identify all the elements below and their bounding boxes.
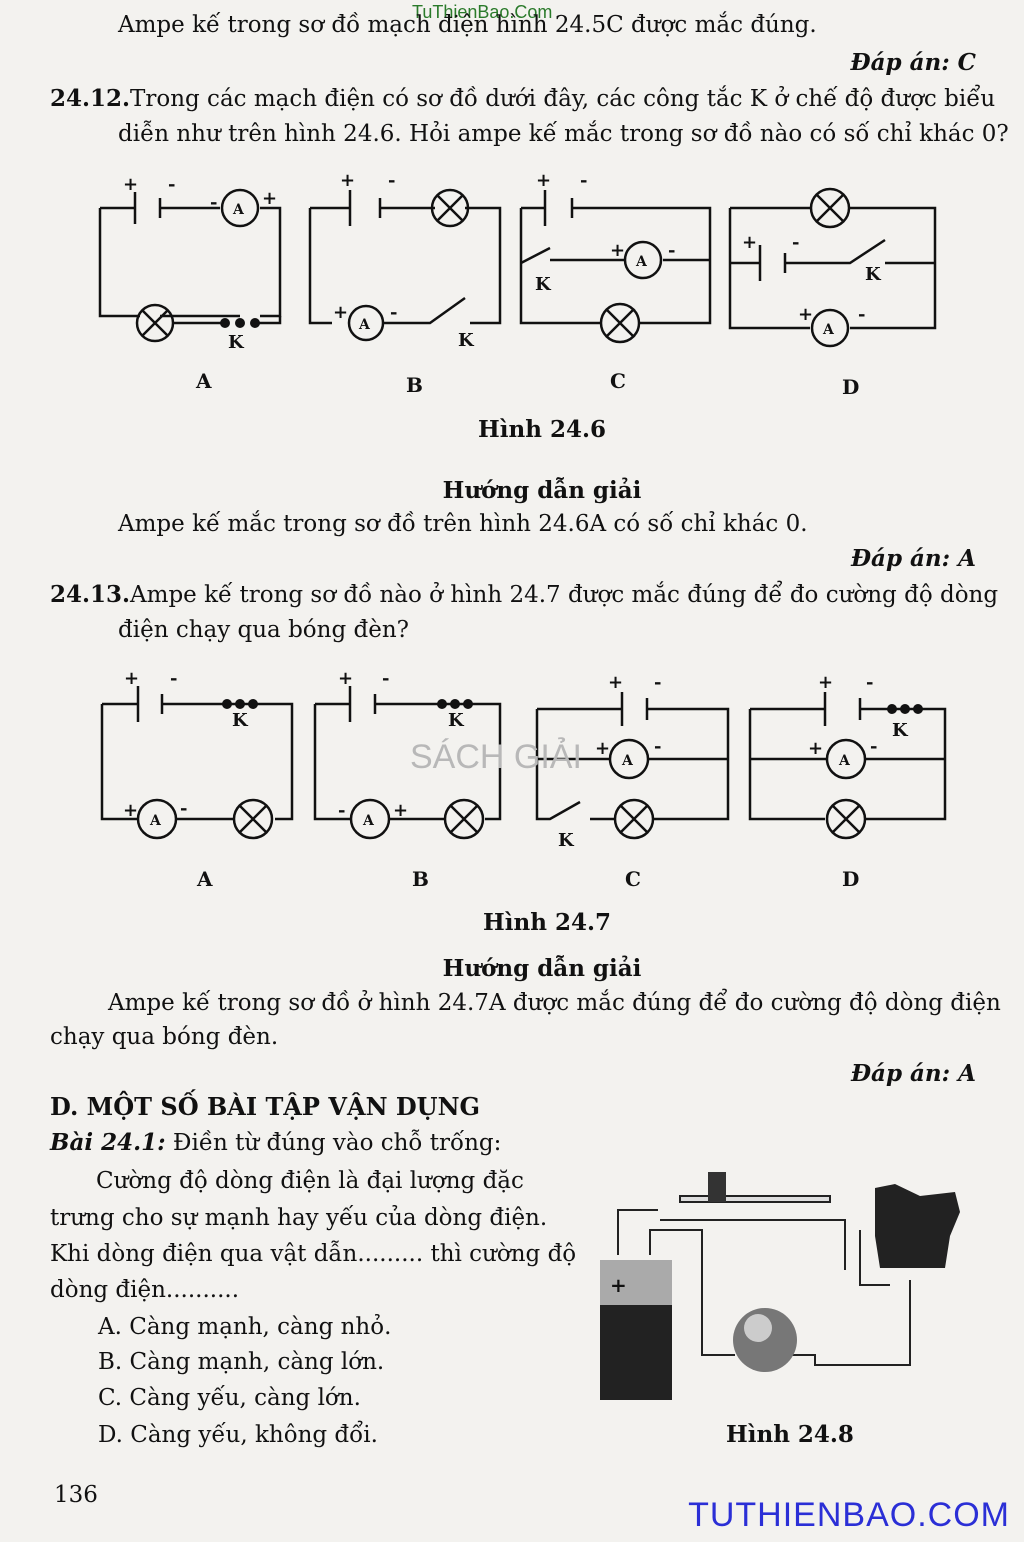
circuit-label-b: B — [406, 373, 423, 397]
ammeter-device — [708, 1172, 726, 1202]
plus-sign: + — [595, 738, 610, 759]
section-heading: D. MỘT SỐ BÀI TẬP VẬN DỤNG — [50, 1092, 481, 1121]
plus-sign: + — [124, 668, 139, 689]
figure-24-8-photo: + — [600, 1172, 960, 1400]
ammeter-symbol: A — [362, 813, 375, 829]
minus-sign: - — [870, 736, 877, 757]
minus-sign: - — [866, 672, 873, 693]
circuit-label-b: B — [412, 867, 429, 891]
guide-text-cont: chạy qua bóng đèn. — [50, 1024, 279, 1050]
option-a: A. Càng mạnh, càng nhỏ. — [98, 1314, 392, 1340]
answer-label: Đáp án: C — [850, 49, 976, 76]
minus-sign: - — [338, 800, 345, 821]
minus-sign: - — [858, 304, 865, 325]
circuit-label-d: D — [842, 867, 859, 891]
exercise-prompt: Điền từ đúng vào chỗ trống: — [172, 1130, 502, 1156]
switch-label: K — [558, 830, 575, 851]
minus-sign: - — [654, 672, 661, 693]
switch-label: K — [232, 710, 249, 731]
option-c: C. Càng yếu, càng lớn. — [98, 1385, 361, 1411]
ammeter-symbol: A — [232, 202, 245, 218]
circuit-label-d: D — [842, 375, 859, 399]
guide-title: Hướng dẫn giải — [442, 477, 642, 504]
paragraph-line: Cường độ dòng điện là đại lượng đặc — [96, 1168, 524, 1194]
circuit-label-a: A — [195, 369, 212, 393]
exercise-label: Bài 24.1: — [50, 1129, 166, 1156]
paragraph-line: Khi dòng điện qua vật dẫn......... thì c… — [50, 1241, 577, 1267]
guide-text: Ampe kế trong sơ đồ ở hình 24.7A được mắ… — [108, 990, 1001, 1016]
question-text: Trong các mạch điện có sơ đồ dưới đây, c… — [130, 86, 996, 112]
minus-sign: - — [180, 798, 187, 819]
ammeter-symbol: A — [635, 254, 648, 270]
ammeter-symbol: A — [838, 753, 851, 769]
svg-text:+: + — [610, 1273, 627, 1297]
plus-sign: + — [808, 738, 823, 759]
question-text-cont: điện chạy qua bóng đèn? — [118, 617, 409, 643]
plus-sign: + — [123, 174, 138, 195]
ammeter-symbol: A — [149, 813, 162, 829]
plus-sign: + — [333, 302, 348, 323]
guide-title: Hướng dẫn giải — [442, 955, 642, 982]
plus-sign: + — [798, 304, 813, 325]
figure-caption: Hình 24.7 — [483, 909, 611, 936]
figure-24-6-circuits: +- A -+ K +- +- A K +- K +- A +- K +- A … — [98, 170, 937, 399]
ammeter-symbol: A — [621, 753, 634, 769]
question-text: Ampe kế trong sơ đồ nào ở hình 24.7 được… — [130, 582, 999, 608]
site-watermark-top: TuThienBao.Com — [412, 2, 553, 22]
circuit-label-c: C — [625, 867, 641, 891]
switch-label: K — [892, 720, 909, 741]
publisher-watermark: SÁCH GIẢI — [410, 738, 582, 776]
switch-label: K — [228, 332, 245, 353]
plus-sign: + — [610, 240, 625, 261]
figure-caption: Hình 24.6 — [478, 416, 606, 443]
plus-sign: + — [340, 170, 355, 191]
answer-label: Đáp án: A — [850, 1060, 976, 1087]
circuit-label-a: A — [196, 867, 213, 891]
question-number: 24.12. — [50, 85, 131, 112]
question-24-12: 24.12.Trong các mạch điện có sơ đồ dưới … — [50, 84, 995, 114]
option-b: B. Càng mạnh, càng lớn. — [98, 1349, 385, 1375]
minus-sign: - — [654, 736, 661, 757]
paragraph-line: trưng cho sự mạnh hay yếu của dòng điện. — [50, 1205, 548, 1231]
paragraph-line: dòng điện.......... — [50, 1277, 240, 1303]
site-brand-footer: TUTHIENBAO.COM — [688, 1496, 1010, 1534]
page-number: 136 — [54, 1482, 98, 1508]
plus-sign: + — [262, 188, 277, 209]
answer-label: Đáp án: A — [850, 545, 976, 572]
plus-sign: + — [123, 800, 138, 821]
ammeter-symbol: A — [358, 317, 371, 333]
minus-sign: - — [668, 240, 675, 261]
figure-24-7-circuits: +- K +- A +- K -+ A +- +- A K +- K +- A … — [100, 668, 947, 891]
plus-sign: + — [608, 672, 623, 693]
switch-label: K — [458, 330, 475, 351]
question-24-13: 24.13.Ampe kế trong sơ đồ nào ở hình 24.… — [50, 580, 998, 610]
circuit-label-c: C — [610, 369, 626, 393]
minus-sign: - — [390, 302, 397, 323]
plus-sign: + — [393, 800, 408, 821]
minus-sign: - — [388, 170, 395, 191]
switch-device — [875, 1184, 960, 1268]
plus-sign: + — [536, 170, 551, 191]
minus-sign: - — [168, 174, 175, 195]
switch-label: K — [535, 274, 552, 295]
figure-caption: Hình 24.8 — [726, 1421, 854, 1448]
plus-sign: + — [338, 668, 353, 689]
text-line: Ampe kế trong sơ đồ mạch điện hình 24.5C… — [118, 12, 817, 38]
minus-sign: - — [170, 668, 177, 689]
option-d: D. Càng yếu, không đổi. — [98, 1422, 378, 1448]
guide-text: Ampe kế mắc trong sơ đồ trên hình 24.6A … — [118, 511, 808, 537]
plus-sign: + — [742, 232, 757, 253]
question-number: 24.13. — [50, 581, 131, 608]
minus-sign: - — [210, 192, 217, 213]
minus-sign: - — [580, 170, 587, 191]
minus-sign: - — [382, 668, 389, 689]
ammeter-symbol: A — [822, 322, 835, 338]
switch-label: K — [865, 264, 882, 285]
question-text-cont: diễn như trên hình 24.6. Hỏi ampe kế mắc… — [118, 121, 1009, 147]
switch-label: K — [448, 710, 465, 731]
minus-sign: - — [792, 232, 799, 253]
plus-sign: + — [818, 672, 833, 693]
exercise-24-1: Bài 24.1: Điền từ đúng vào chỗ trống: — [50, 1128, 501, 1158]
